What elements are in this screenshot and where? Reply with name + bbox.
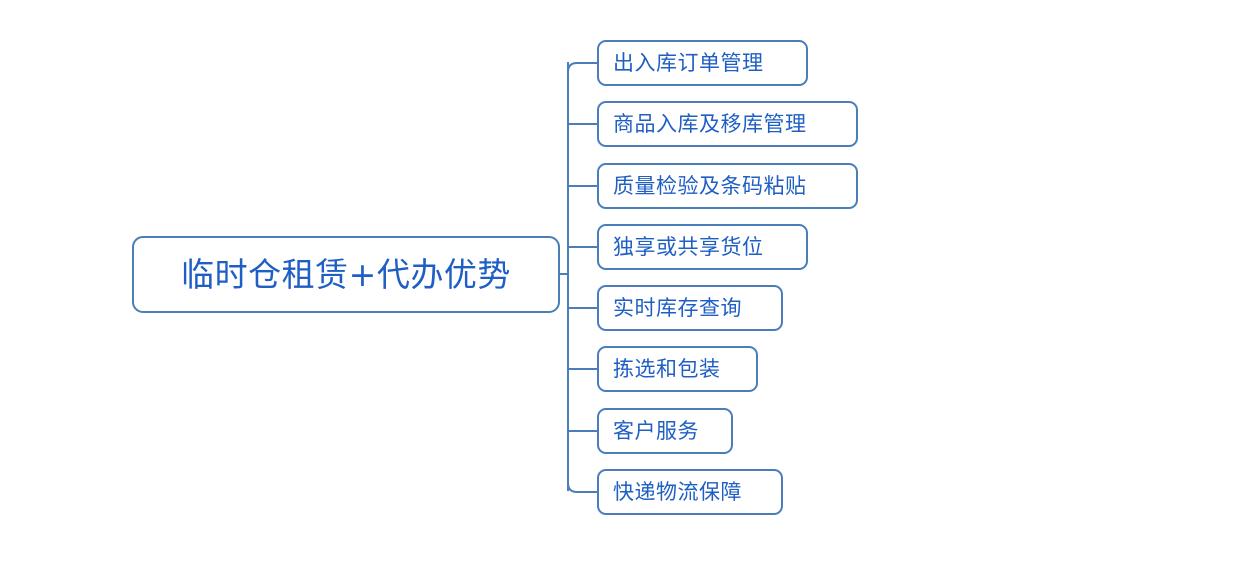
child-node-label: 快递物流保障 <box>613 479 742 504</box>
child-node-label: 独享或共享货位 <box>613 234 764 259</box>
root-node-label: 临时仓租赁+代办优势 <box>181 255 511 294</box>
child-node[interactable]: 实时库存查询 <box>597 285 783 331</box>
child-node[interactable]: 出入库订单管理 <box>597 40 808 86</box>
child-node[interactable]: 质量检验及条码粘贴 <box>597 163 858 209</box>
child-node[interactable]: 独享或共享货位 <box>597 224 808 270</box>
root-node[interactable]: 临时仓租赁+代办优势 <box>132 236 560 313</box>
child-node[interactable]: 快递物流保障 <box>597 469 783 515</box>
child-node-label: 出入库订单管理 <box>613 50 764 75</box>
child-node[interactable]: 商品入库及移库管理 <box>597 101 858 147</box>
child-node-label: 商品入库及移库管理 <box>613 111 807 136</box>
child-node[interactable]: 拣选和包装 <box>597 346 758 392</box>
child-node[interactable]: 客户服务 <box>597 408 733 454</box>
child-node-label: 实时库存查询 <box>613 295 742 320</box>
branch-line-8 <box>567 482 597 493</box>
child-node-label: 质量检验及条码粘贴 <box>613 173 807 198</box>
child-node-label: 拣选和包装 <box>613 356 721 381</box>
branch-line-1 <box>567 62 597 73</box>
child-node-label: 客户服务 <box>613 418 699 443</box>
